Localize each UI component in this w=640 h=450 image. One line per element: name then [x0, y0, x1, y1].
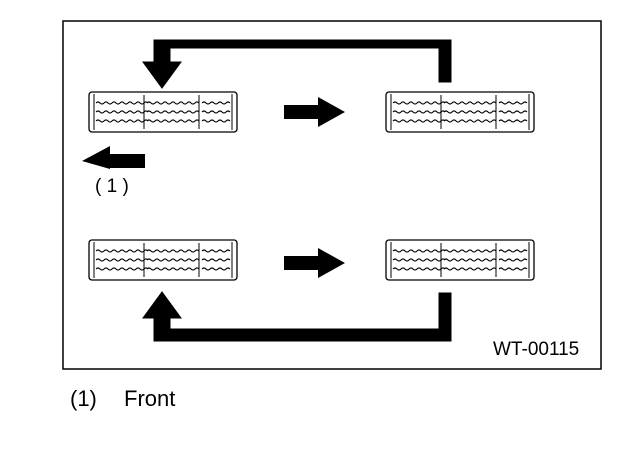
tire-front-right: [89, 240, 237, 280]
caption-text: Front: [124, 386, 176, 411]
tire-rotation-diagram: ( 1 ) WT-00115: [62, 20, 602, 370]
figure-border: [62, 20, 602, 370]
arrow-top-loop: [142, 39, 452, 89]
figure-code: WT-00115: [493, 339, 579, 360]
tire-rear-right: [386, 240, 534, 280]
front-marker-label: ( 1 ): [95, 176, 129, 197]
tire-rear-left: [386, 92, 534, 132]
arrow-bottom-straight: [284, 248, 345, 278]
caption-number: (1): [70, 386, 97, 411]
tire-front-left: [89, 92, 237, 132]
arrow-top-straight: [284, 97, 345, 127]
arrow-bottom-loop: [142, 291, 452, 342]
front-direction-arrow: [82, 146, 145, 169]
